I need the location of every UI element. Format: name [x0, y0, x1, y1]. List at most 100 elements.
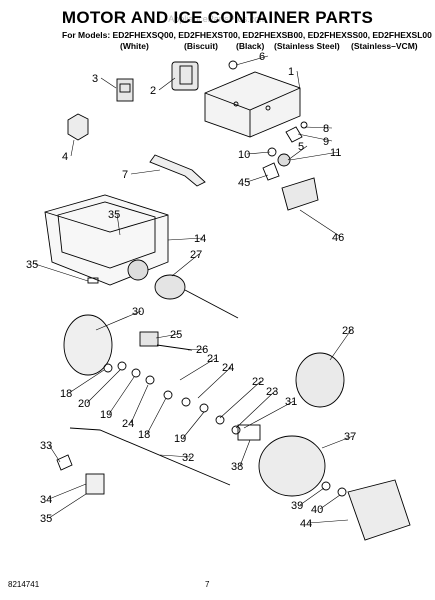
motor-assembly-part [237, 424, 326, 497]
blade-holder-part [139, 331, 159, 347]
callout-leader-38 [239, 439, 251, 467]
callout-18: 18 [138, 429, 150, 441]
washer-parts [103, 361, 241, 435]
doc-number: 8214741 [8, 580, 40, 589]
callout-2: 2 [150, 85, 156, 97]
page-title: MOTOR AND ICE CONTAINER PARTS [61, 8, 374, 27]
callout-20: 20 [78, 398, 90, 410]
bracket-part [67, 113, 89, 141]
callout-27: 27 [190, 249, 202, 261]
callout-leader-18 [68, 369, 105, 394]
callout-30: 30 [132, 306, 144, 318]
callout-leader-25 [155, 333, 180, 339]
models-line: For Models: ED2FHEXSQ00, ED2FHEXST00, ED… [62, 30, 432, 40]
callout-14: 14 [194, 233, 206, 245]
callout-leader-35 [48, 493, 87, 519]
callout-leader-6 [235, 55, 269, 66]
callout-leader-24 [197, 366, 232, 399]
callout-11: 11 [330, 147, 341, 159]
callout-leader-46 [299, 209, 342, 238]
callout-leader-9 [297, 133, 333, 142]
screw-part-6 [228, 60, 238, 70]
callout-22: 22 [252, 376, 264, 388]
callout-leader-8 [304, 126, 333, 129]
callout-18: 18 [60, 388, 72, 400]
callout-leader-44 [308, 519, 349, 524]
motor-part [171, 61, 199, 91]
callout-9: 9 [323, 136, 329, 148]
callout-leader-33 [48, 444, 61, 463]
callout-leader-39 [299, 487, 325, 506]
callout-leader-31 [243, 400, 295, 429]
spring-part-33 [56, 454, 73, 471]
callout-35: 35 [108, 209, 120, 221]
callout-leader-10 [246, 151, 271, 155]
callout-leader-7 [130, 169, 161, 175]
callout-24: 24 [222, 362, 234, 374]
screw-part-35 [87, 277, 99, 284]
container-front-part [281, 177, 319, 211]
callout-leader-37 [321, 435, 354, 449]
callout-31: 31 [285, 396, 297, 408]
callout-leader-14 [167, 237, 204, 241]
callout-34: 34 [40, 494, 52, 506]
ice-container-part [44, 194, 169, 286]
callout-leader-34 [48, 483, 87, 500]
callout-leader-1 [296, 70, 301, 91]
cover-part [85, 473, 105, 495]
blade-disc-part [63, 314, 113, 376]
callout-leader-28 [329, 329, 352, 361]
callout-19: 19 [100, 409, 112, 421]
auger-assembly [154, 274, 239, 319]
callout-leader-32 [159, 454, 192, 458]
callout-37: 37 [344, 431, 356, 443]
callout-44: 44 [300, 518, 312, 530]
callout-38: 38 [231, 461, 243, 473]
callout-33: 33 [40, 440, 52, 452]
callout-leader-21 [179, 357, 217, 381]
callout-46: 46 [332, 232, 344, 244]
variant-biscuit: (Biscuit) [184, 41, 218, 51]
callout-leader-19 [108, 376, 135, 415]
callout-39: 39 [291, 500, 303, 512]
callout-leader-35 [116, 213, 121, 236]
callout-32: 32 [182, 452, 194, 464]
spring-part-26 [156, 344, 193, 351]
callout-6: 6 [259, 51, 265, 63]
callout-45: 45 [238, 177, 250, 189]
callout-21: 21 [207, 353, 219, 365]
callout-leader-11 [289, 151, 340, 161]
callout-leader-3 [100, 77, 117, 89]
rod-part [69, 427, 231, 486]
page-number: 7 [205, 580, 210, 589]
callout-7: 7 [122, 169, 128, 181]
callout-35: 35 [40, 513, 52, 525]
callout-10: 10 [238, 149, 250, 161]
callout-leader-4 [70, 139, 75, 157]
callout-leader-45 [246, 174, 269, 183]
callout-26: 26 [196, 344, 208, 356]
callout-25: 25 [170, 329, 182, 341]
callout-23: 23 [266, 386, 278, 398]
variant-black: (Black) [236, 41, 265, 51]
variant-stainless-steel: (Stainless Steel) [274, 41, 340, 51]
callout-leader-20 [86, 369, 121, 404]
watermark: AppliancePartsPros.com [168, 14, 267, 24]
fastener-39-40 [321, 481, 347, 497]
variant-white: (White) [120, 41, 149, 51]
callout-19: 19 [174, 433, 186, 445]
auger-plate-part [149, 154, 206, 187]
callout-leader-18 [146, 397, 167, 435]
callout-leader-23 [235, 390, 276, 429]
callout-35: 35 [26, 259, 38, 271]
callout-leader-19 [182, 411, 205, 439]
callout-5: 5 [298, 141, 304, 153]
callout-leader-24 [130, 384, 149, 424]
callout-leader-2 [158, 77, 176, 91]
drum-part [295, 352, 345, 408]
variant-stainless-vcm: (Stainless–VCM) [351, 41, 418, 51]
callout-leader-40 [319, 494, 341, 510]
callout-leader-26 [187, 348, 206, 351]
callout-4: 4 [62, 151, 68, 163]
callout-8: 8 [323, 123, 329, 135]
